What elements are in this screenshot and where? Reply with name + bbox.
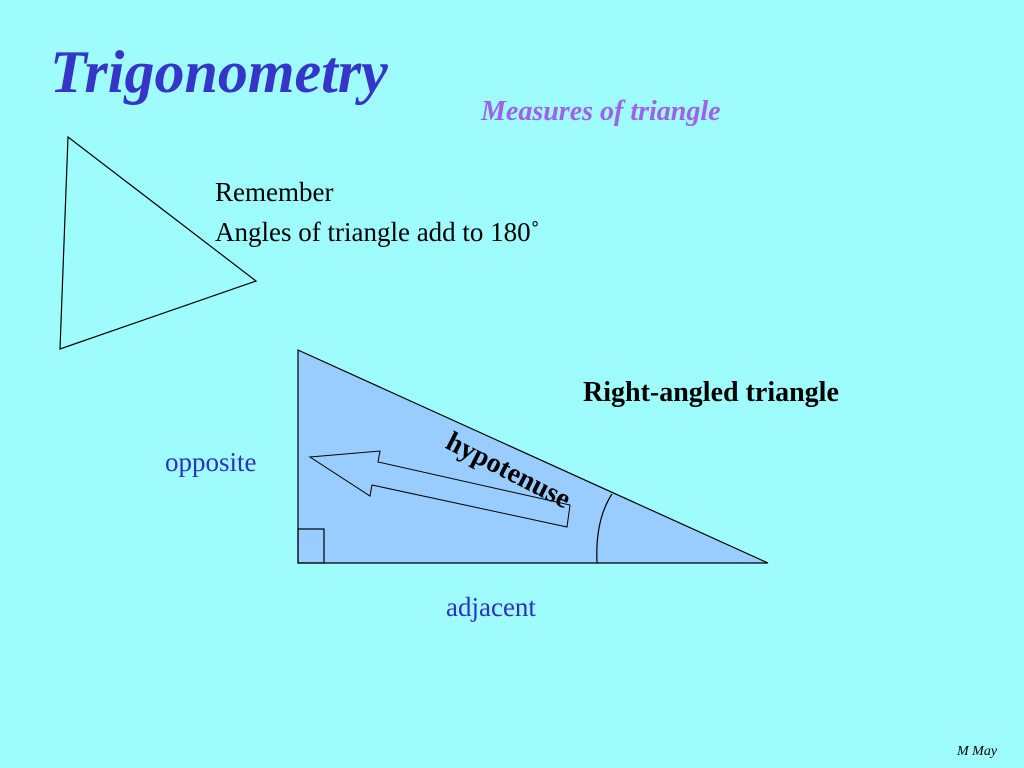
generic-triangle [59,135,258,350]
angle-arc [596,493,613,564]
slide-subtitle: Measures of triangle [481,96,721,127]
opposite-label: opposite [165,447,257,477]
slide-title: Trigonometry [50,39,388,105]
remember-line-2: Angles of triangle add to 180˚ [215,217,540,247]
right-triangle [297,349,769,564]
author-credit: M May [957,744,998,759]
right-triangle-heading: Right-angled triangle [583,377,839,408]
remember-line-1: Remember [215,177,334,207]
remember-note: Remember Angles of triangle add to 180˚ [215,172,540,252]
arrow-outline-icon [308,450,571,528]
right-angle-marker [297,528,325,564]
adjacent-label: adjacent [446,592,536,622]
